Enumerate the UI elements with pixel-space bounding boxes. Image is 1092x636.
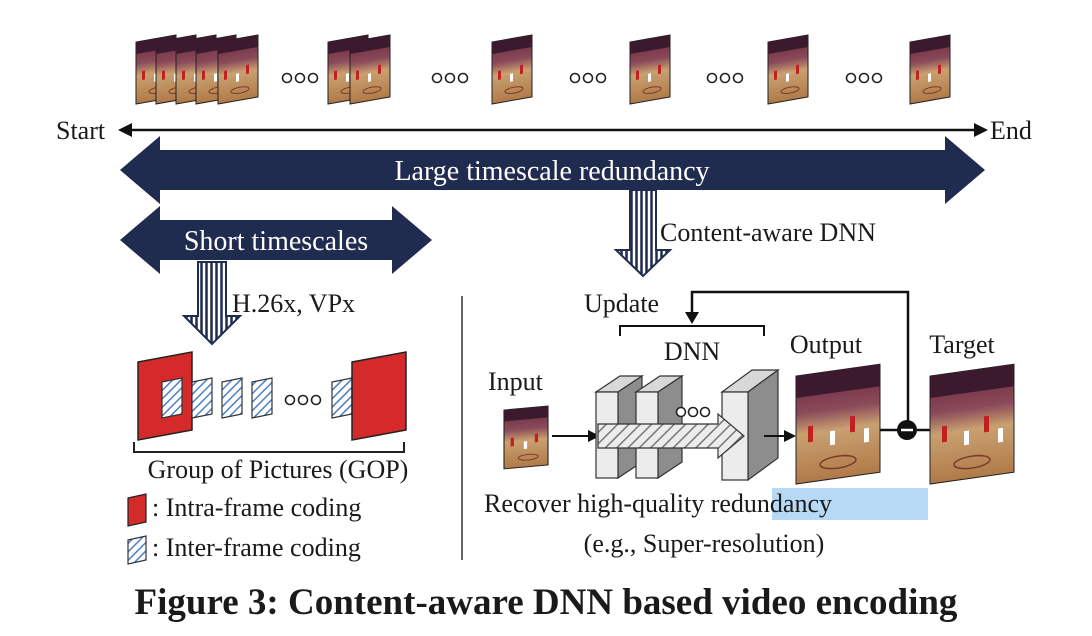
gop-illustration	[133, 351, 407, 453]
frame-stack-start	[135, 34, 259, 105]
ellipsis-icon	[675, 406, 711, 418]
figure-caption: Figure 3: Content-aware DNN based video …	[135, 582, 958, 623]
legend-intra-label: : Intra-frame coding	[152, 493, 361, 522]
short-timescale-label: Short timescales	[184, 226, 368, 257]
redundancy-highlight	[772, 488, 928, 520]
ellipsis-icon	[431, 72, 469, 84]
output-label: Output	[790, 330, 863, 359]
codec-down-arrow	[181, 261, 243, 346]
update-arrowhead	[685, 312, 699, 324]
update-label: Update	[584, 289, 659, 318]
timeline-left-arrowhead	[118, 123, 132, 137]
intra-frame-legend-swatch	[127, 493, 147, 527]
inter-frame	[331, 377, 353, 419]
minus-icon	[897, 420, 917, 440]
ellipsis-icon	[845, 72, 883, 84]
gop-title: Group of Pictures (GOP)	[148, 455, 409, 484]
video-frame-strip	[135, 34, 951, 105]
content-aware-down-arrow	[613, 189, 673, 278]
dnn-label: DNN	[664, 337, 721, 366]
inter-frame-legend-swatch	[127, 535, 147, 565]
legend: : Intra-frame coding : Inter-frame codin…	[127, 493, 361, 565]
target-label: Target	[929, 330, 995, 359]
timeline: Start End	[56, 116, 1032, 145]
frame-stack-2	[327, 34, 391, 105]
codec-label: H.26x, VPx	[232, 289, 355, 318]
recover-text: Recover high-quality redundancy	[484, 489, 832, 518]
inter-frame	[161, 377, 183, 419]
dnn-output-arrowhead	[784, 430, 796, 442]
frame-3	[491, 34, 533, 105]
inter-frame	[221, 377, 243, 419]
gop-bracket	[133, 442, 405, 453]
target-frame	[929, 363, 1015, 485]
dnn-layers	[594, 368, 780, 482]
timeline-start-label: Start	[56, 116, 106, 145]
timeline-end-label: End	[990, 116, 1032, 145]
input-frame	[503, 405, 549, 470]
ellipsis-icon	[284, 394, 322, 406]
example-label: (e.g., Super-resolution)	[584, 529, 825, 558]
frame-6	[909, 34, 951, 105]
timeline-right-arrowhead	[974, 123, 988, 137]
input-arrowhead	[588, 430, 600, 442]
frame-5	[767, 34, 809, 105]
ellipsis-icon	[569, 72, 607, 84]
frame-4	[629, 34, 671, 105]
update-feedback-line	[690, 290, 910, 426]
recover-prefix: Recover high-quality	[484, 489, 711, 518]
dnn-hatched-arrow	[597, 412, 745, 460]
inter-frame	[251, 377, 273, 419]
output-frame	[795, 363, 881, 485]
dnn-bracket	[619, 325, 765, 336]
short-timescale-arrow	[120, 206, 432, 274]
large-timescale-arrow	[120, 136, 985, 204]
input-label: Input	[488, 367, 544, 396]
ellipsis-icon	[281, 72, 319, 84]
recover-highlight: redundancy	[711, 489, 832, 518]
legend-inter-label: : Inter-frame coding	[152, 533, 361, 562]
content-aware-label: Content-aware DNN	[660, 218, 876, 247]
inter-frame	[191, 377, 213, 419]
large-timescale-label: Large timescale redundancy	[394, 156, 709, 187]
ellipsis-icon	[706, 72, 744, 84]
intra-frame-right	[351, 351, 407, 441]
